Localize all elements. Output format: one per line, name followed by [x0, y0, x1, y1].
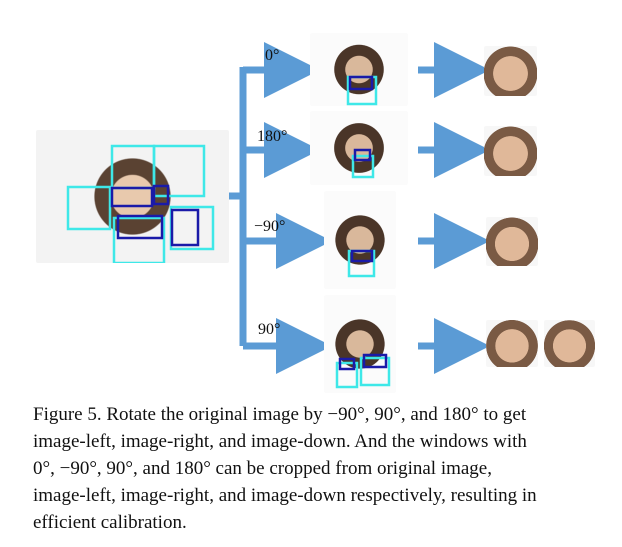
- caption-line: image-left, image-right, and image-down …: [33, 485, 537, 506]
- caption-line: image-left, image-right, and image-down.…: [33, 431, 527, 452]
- rotated-image-90: [324, 295, 396, 393]
- face-box: [152, 144, 206, 198]
- face-box-calibrated: [152, 184, 170, 206]
- rotated-image-m90: [324, 191, 396, 289]
- rotation-label-m90: −90°: [254, 218, 286, 235]
- arrow-diagram: [229, 42, 490, 374]
- face-box-calibrated: [116, 214, 164, 240]
- caption-line: 0°, −90°, 90°, and 180° can be cropped f…: [33, 458, 492, 479]
- cropped-face-90-a: [486, 320, 538, 367]
- face-box: [110, 144, 156, 190]
- figure-caption: Figure 5. Rotate the original image by −…: [33, 401, 593, 536]
- rotation-label-90: 90°: [258, 321, 281, 338]
- face-box: [169, 205, 215, 251]
- rotation-label-180: 180°: [257, 128, 288, 145]
- cropped-face-180: [484, 126, 537, 176]
- face-box-calibrated: [110, 186, 154, 208]
- original-image: [36, 130, 229, 263]
- caption-line: efficient calibration.: [33, 512, 187, 533]
- cropped-face-m90: [486, 217, 538, 266]
- face-box: [66, 185, 112, 231]
- cropped-face-0: [484, 46, 537, 96]
- face-box: [112, 216, 166, 263]
- rotated-image-0: [310, 33, 408, 106]
- cropped-face-90-b: [544, 320, 595, 367]
- rotated-image-180: [310, 111, 408, 185]
- face-box-calibrated: [170, 208, 200, 247]
- figure: 0° 180° −90° 90°: [36, 33, 595, 393]
- caption-line: Figure 5. Rotate the original image by −…: [33, 404, 527, 425]
- rotation-label-0: 0°: [265, 47, 280, 64]
